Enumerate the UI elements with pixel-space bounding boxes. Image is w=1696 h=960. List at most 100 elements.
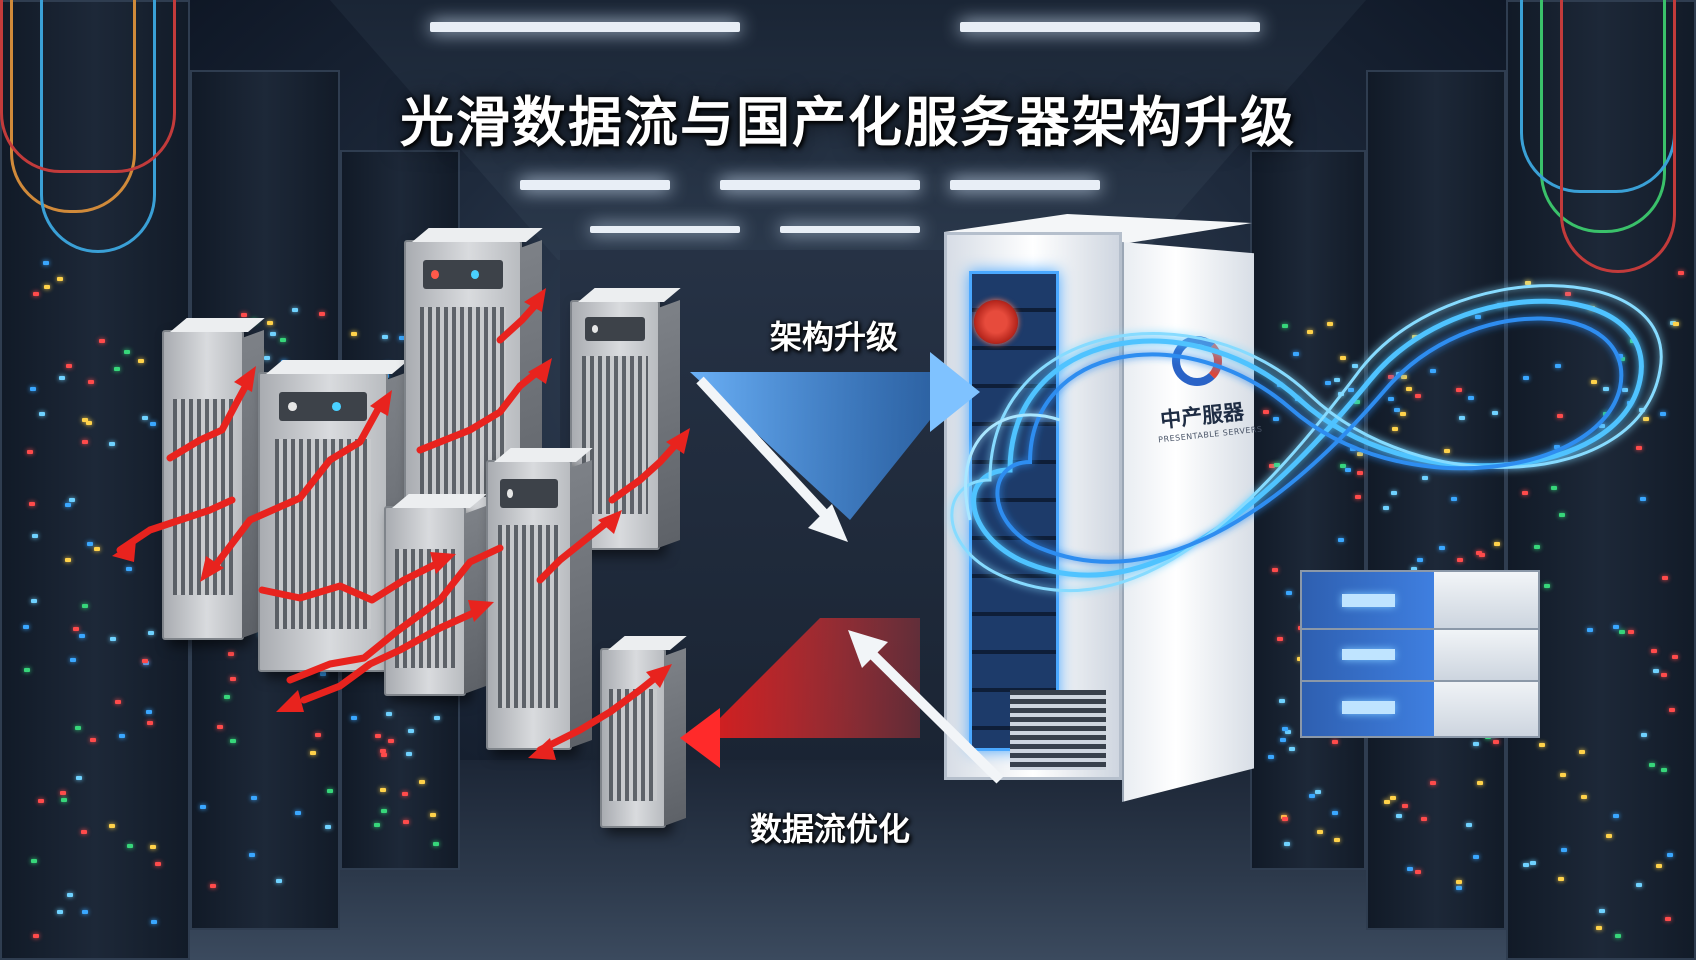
status-led	[146, 720, 153, 725]
cable-bundle	[0, 0, 176, 173]
optimize-arrow-band	[700, 618, 920, 738]
new-server-tower	[944, 232, 1122, 780]
status-led	[1339, 464, 1346, 469]
page-title: 光滑数据流与国产化服务器架构升级	[400, 91, 1296, 154]
status-led	[1538, 743, 1545, 748]
status-led	[1543, 584, 1550, 589]
status-led	[1475, 551, 1482, 556]
smooth-flow-ring	[950, 284, 1663, 593]
status-led	[1651, 649, 1658, 653]
status-led	[314, 733, 321, 738]
white-arrow	[864, 646, 1004, 784]
status-led	[1554, 444, 1560, 449]
optimize-label: 数据流优化	[750, 810, 911, 848]
status-led	[1598, 423, 1605, 428]
ceiling-light	[780, 226, 920, 233]
status-led	[125, 566, 132, 571]
status-led	[319, 671, 326, 676]
white-arrow	[696, 376, 834, 524]
arrow-icon	[234, 366, 256, 392]
server-bay-panel	[969, 271, 1059, 751]
chaotic-flow	[608, 436, 684, 504]
status-led	[1279, 737, 1286, 742]
status-led	[76, 776, 83, 781]
status-led	[1636, 446, 1642, 451]
status-led	[1642, 417, 1649, 422]
status-led	[1340, 356, 1347, 361]
status-led	[29, 386, 36, 391]
status-led	[1443, 448, 1450, 453]
status-led	[138, 359, 145, 363]
status-led	[148, 630, 155, 635]
status-led	[37, 799, 44, 804]
status-led	[1354, 494, 1361, 499]
brand-logo-icon	[1172, 336, 1222, 386]
status-led	[1613, 625, 1619, 630]
status-led	[327, 788, 334, 793]
status-led	[115, 699, 122, 704]
legacy-server	[570, 288, 681, 550]
status-led	[1415, 393, 1422, 398]
status-led	[32, 534, 39, 539]
status-led	[39, 412, 46, 417]
status-led	[1660, 673, 1667, 678]
status-led	[1410, 567, 1417, 571]
status-led	[1557, 877, 1564, 882]
status-led	[1555, 364, 1562, 369]
status-led	[75, 726, 82, 731]
status-led	[1285, 729, 1292, 734]
status-led	[151, 919, 158, 924]
emblem-icon	[974, 300, 1018, 344]
ceiling-light	[590, 226, 740, 233]
status-led	[1391, 427, 1398, 432]
status-led	[66, 364, 73, 369]
status-led	[1605, 833, 1612, 838]
status-led	[1352, 364, 1359, 369]
status-led	[1521, 491, 1528, 496]
status-led	[65, 503, 72, 508]
status-led	[61, 797, 68, 802]
status-led	[1391, 490, 1398, 495]
status-led	[1578, 750, 1585, 755]
status-led	[1438, 545, 1445, 550]
status-led	[1268, 754, 1275, 759]
upgrade-arrow-band	[690, 372, 970, 520]
status-led	[1662, 576, 1669, 581]
status-led	[1522, 376, 1529, 381]
status-led	[22, 625, 29, 630]
status-led	[1476, 781, 1483, 786]
status-led	[209, 883, 216, 888]
status-led	[1533, 544, 1540, 549]
status-led	[1309, 794, 1316, 799]
status-led	[1357, 471, 1364, 476]
status-led	[240, 312, 247, 317]
arrow-icon	[200, 556, 224, 582]
smooth-flow-ring	[995, 316, 1624, 564]
status-led	[1458, 416, 1465, 421]
legacy-server	[258, 360, 409, 672]
status-led	[86, 541, 93, 546]
status-led	[385, 712, 392, 717]
status-led	[118, 734, 125, 739]
status-led	[1672, 655, 1679, 660]
status-led	[70, 658, 77, 663]
status-led	[57, 276, 64, 281]
status-led	[1559, 773, 1566, 778]
status-led	[1561, 847, 1568, 852]
arrow-icon	[528, 738, 556, 760]
status-led	[155, 862, 162, 867]
chaotic-flow	[166, 374, 254, 462]
status-led	[1292, 352, 1299, 357]
status-led	[263, 355, 270, 360]
status-led	[1635, 882, 1642, 887]
status-led	[1478, 553, 1485, 558]
status-led	[1614, 934, 1621, 939]
status-led	[124, 349, 131, 354]
status-led	[1282, 323, 1289, 328]
status-led	[266, 321, 273, 326]
status-led	[1473, 854, 1480, 859]
arrow-icon	[666, 428, 690, 454]
chaotic-flow	[258, 558, 444, 604]
status-led	[1262, 409, 1269, 414]
